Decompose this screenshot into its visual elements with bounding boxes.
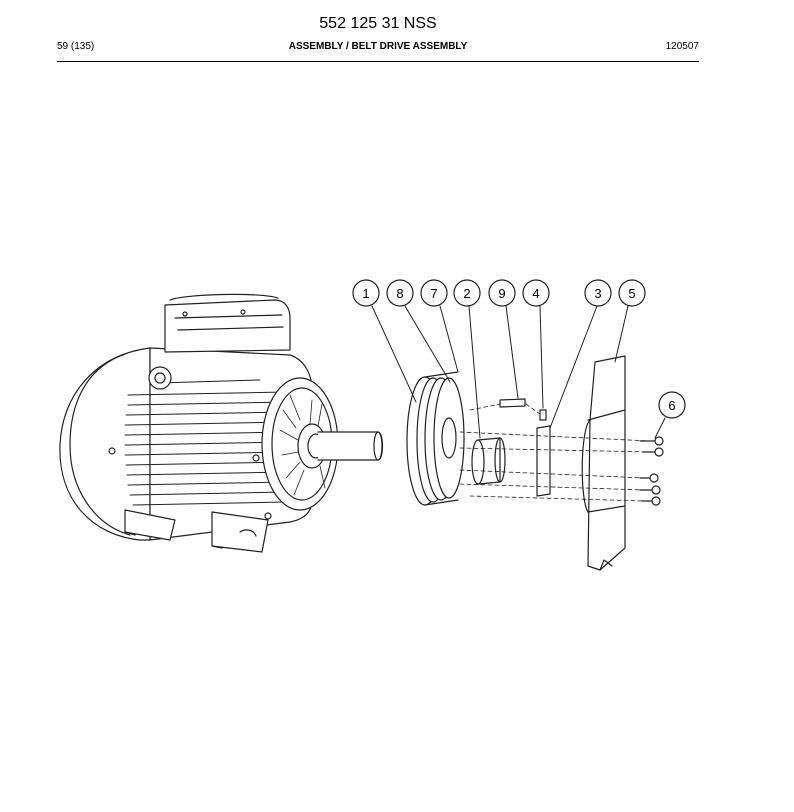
callout-7-label: 7 bbox=[430, 286, 437, 301]
callout-3: 3 bbox=[584, 279, 612, 307]
shaft-key bbox=[499, 398, 526, 408]
section-title: ASSEMBLY / BELT DRIVE ASSEMBLY bbox=[288, 41, 468, 52]
screws bbox=[639, 436, 664, 506]
callout-6: 6 bbox=[658, 391, 686, 419]
callout-5-label: 5 bbox=[628, 286, 635, 301]
belt-pulley bbox=[406, 371, 465, 506]
part-callouts: 1 8 7 2 9 4 3 5 bbox=[352, 279, 686, 419]
callout-2: 2 bbox=[453, 279, 481, 307]
callout-8: 8 bbox=[386, 279, 414, 307]
spacer-sleeve bbox=[539, 409, 547, 421]
callout-4-label: 4 bbox=[532, 286, 539, 301]
leader-lines bbox=[371, 305, 666, 439]
callout-5: 5 bbox=[618, 279, 646, 307]
document-part-number: 552 125 31 NSS bbox=[319, 15, 437, 32]
callout-4: 4 bbox=[522, 279, 550, 307]
electric-motor bbox=[59, 293, 384, 553]
callout-8-label: 8 bbox=[396, 286, 403, 301]
callout-6-label: 6 bbox=[668, 398, 675, 413]
taper-bush bbox=[471, 437, 506, 485]
callout-1: 1 bbox=[352, 279, 380, 307]
header-rule bbox=[57, 61, 699, 62]
callout-9-label: 9 bbox=[498, 286, 505, 301]
belt-guard bbox=[581, 355, 626, 571]
callout-9: 9 bbox=[488, 279, 516, 307]
callout-3-label: 3 bbox=[594, 286, 601, 301]
document-code: 120507 bbox=[665, 41, 699, 52]
callout-7: 7 bbox=[420, 279, 448, 307]
page-number: 59 (135) bbox=[57, 41, 95, 52]
callout-1-label: 1 bbox=[362, 286, 369, 301]
assembly-axes bbox=[459, 403, 651, 502]
callout-2-label: 2 bbox=[463, 286, 470, 301]
